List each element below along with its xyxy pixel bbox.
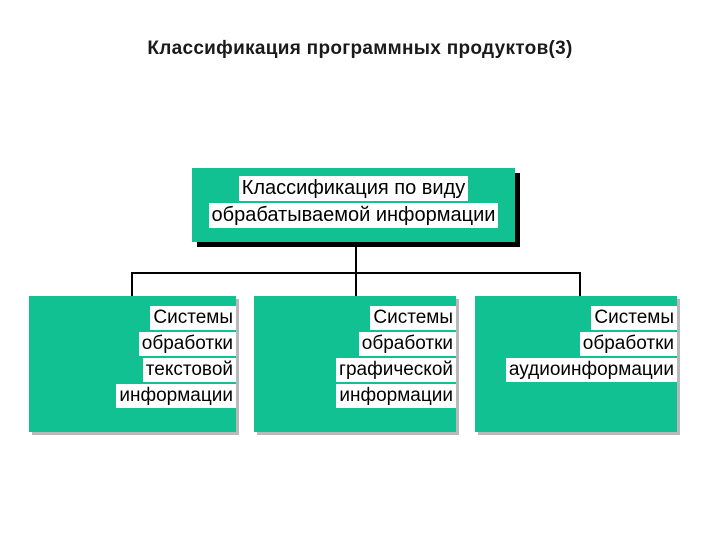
node-text-line: текстовой: [142, 358, 236, 382]
node-text-processing-systems[interactable]: Системы обработки текстовой информации: [29, 296, 236, 432]
connector-drop-center: [355, 272, 357, 297]
node-text-line: Системы: [591, 306, 677, 330]
connector-drop-right: [579, 272, 581, 297]
node-text-stack: Системы обработки графической информации: [254, 306, 456, 410]
connector-trunk-vertical: [355, 244, 357, 273]
node-text-line: Классификация по виду: [238, 176, 469, 201]
node-text-line: Системы: [370, 306, 456, 330]
node-text-stack: Системы обработки аудиоинформации: [475, 306, 677, 384]
node-classification-by-information-type[interactable]: Классификация по виду обрабатываемой инф…: [192, 168, 515, 242]
node-text-line: аудиоинформации: [505, 358, 677, 382]
node-text-line: обработки: [138, 332, 236, 356]
node-text-line: обработки: [579, 332, 677, 356]
node-text-line: информации: [336, 384, 456, 408]
node-text-line: информации: [116, 384, 236, 408]
connector-drop-left: [131, 272, 133, 297]
node-text-line: обработки: [358, 332, 456, 356]
page-title: Классификация программных продуктов(3): [147, 38, 573, 59]
node-text-line: Системы: [150, 306, 236, 330]
node-text-stack: Системы обработки текстовой информации: [29, 306, 236, 410]
node-text-line: обрабатываемой информации: [208, 203, 499, 228]
node-graphic-processing-systems[interactable]: Системы обработки графической информации: [254, 296, 456, 432]
node-text-stack: Классификация по виду обрабатываемой инф…: [192, 176, 515, 230]
node-text-line: графической: [336, 358, 456, 382]
node-audio-processing-systems[interactable]: Системы обработки аудиоинформации: [475, 296, 677, 432]
